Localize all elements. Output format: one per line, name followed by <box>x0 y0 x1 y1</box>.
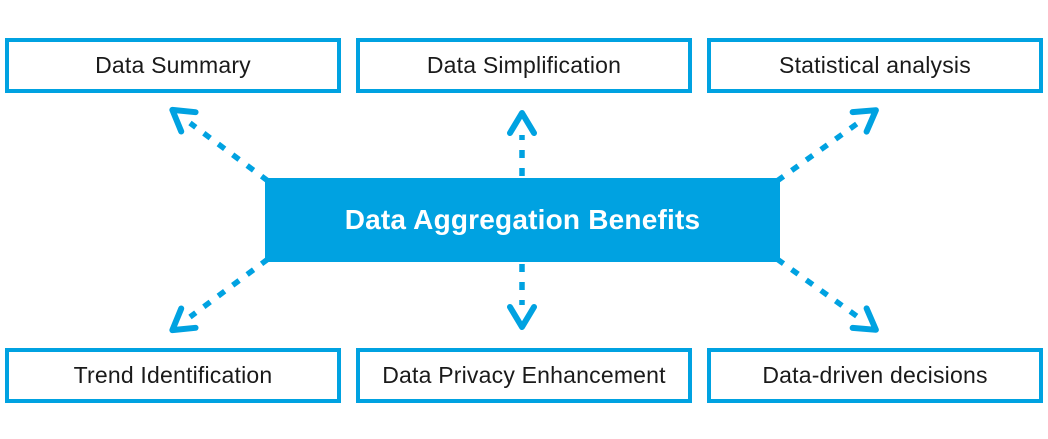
node-label: Trend Identification <box>73 362 273 388</box>
center-label: Data Aggregation Benefits <box>344 204 701 235</box>
node-label: Data Privacy Enhancement <box>382 362 666 388</box>
node-data-privacy-enhancement: Data Privacy Enhancement <box>356 348 692 403</box>
dashed-arrow-down-left-icon <box>169 256 270 334</box>
node-label: Data Simplification <box>426 52 622 78</box>
dashed-arrow-down-right-icon <box>775 256 879 333</box>
node-data-summary: Data Summary <box>5 38 341 93</box>
node-data-simplification: Data Simplification <box>356 38 692 93</box>
node-trend-identification: Trend Identification <box>5 348 341 403</box>
node-label: Data-driven decisions <box>762 362 988 388</box>
node-statistical-analysis: Statistical analysis <box>707 38 1043 93</box>
dashed-arrow-up-left-icon <box>169 106 270 184</box>
node-label: Data Summary <box>95 52 251 78</box>
node-label: Statistical analysis <box>779 52 971 78</box>
node-center-data-aggregation-benefits: Data Aggregation Benefits <box>265 178 780 262</box>
node-data-driven-decisions: Data-driven decisions <box>707 348 1043 403</box>
dashed-arrow-up-right-icon <box>775 107 879 184</box>
